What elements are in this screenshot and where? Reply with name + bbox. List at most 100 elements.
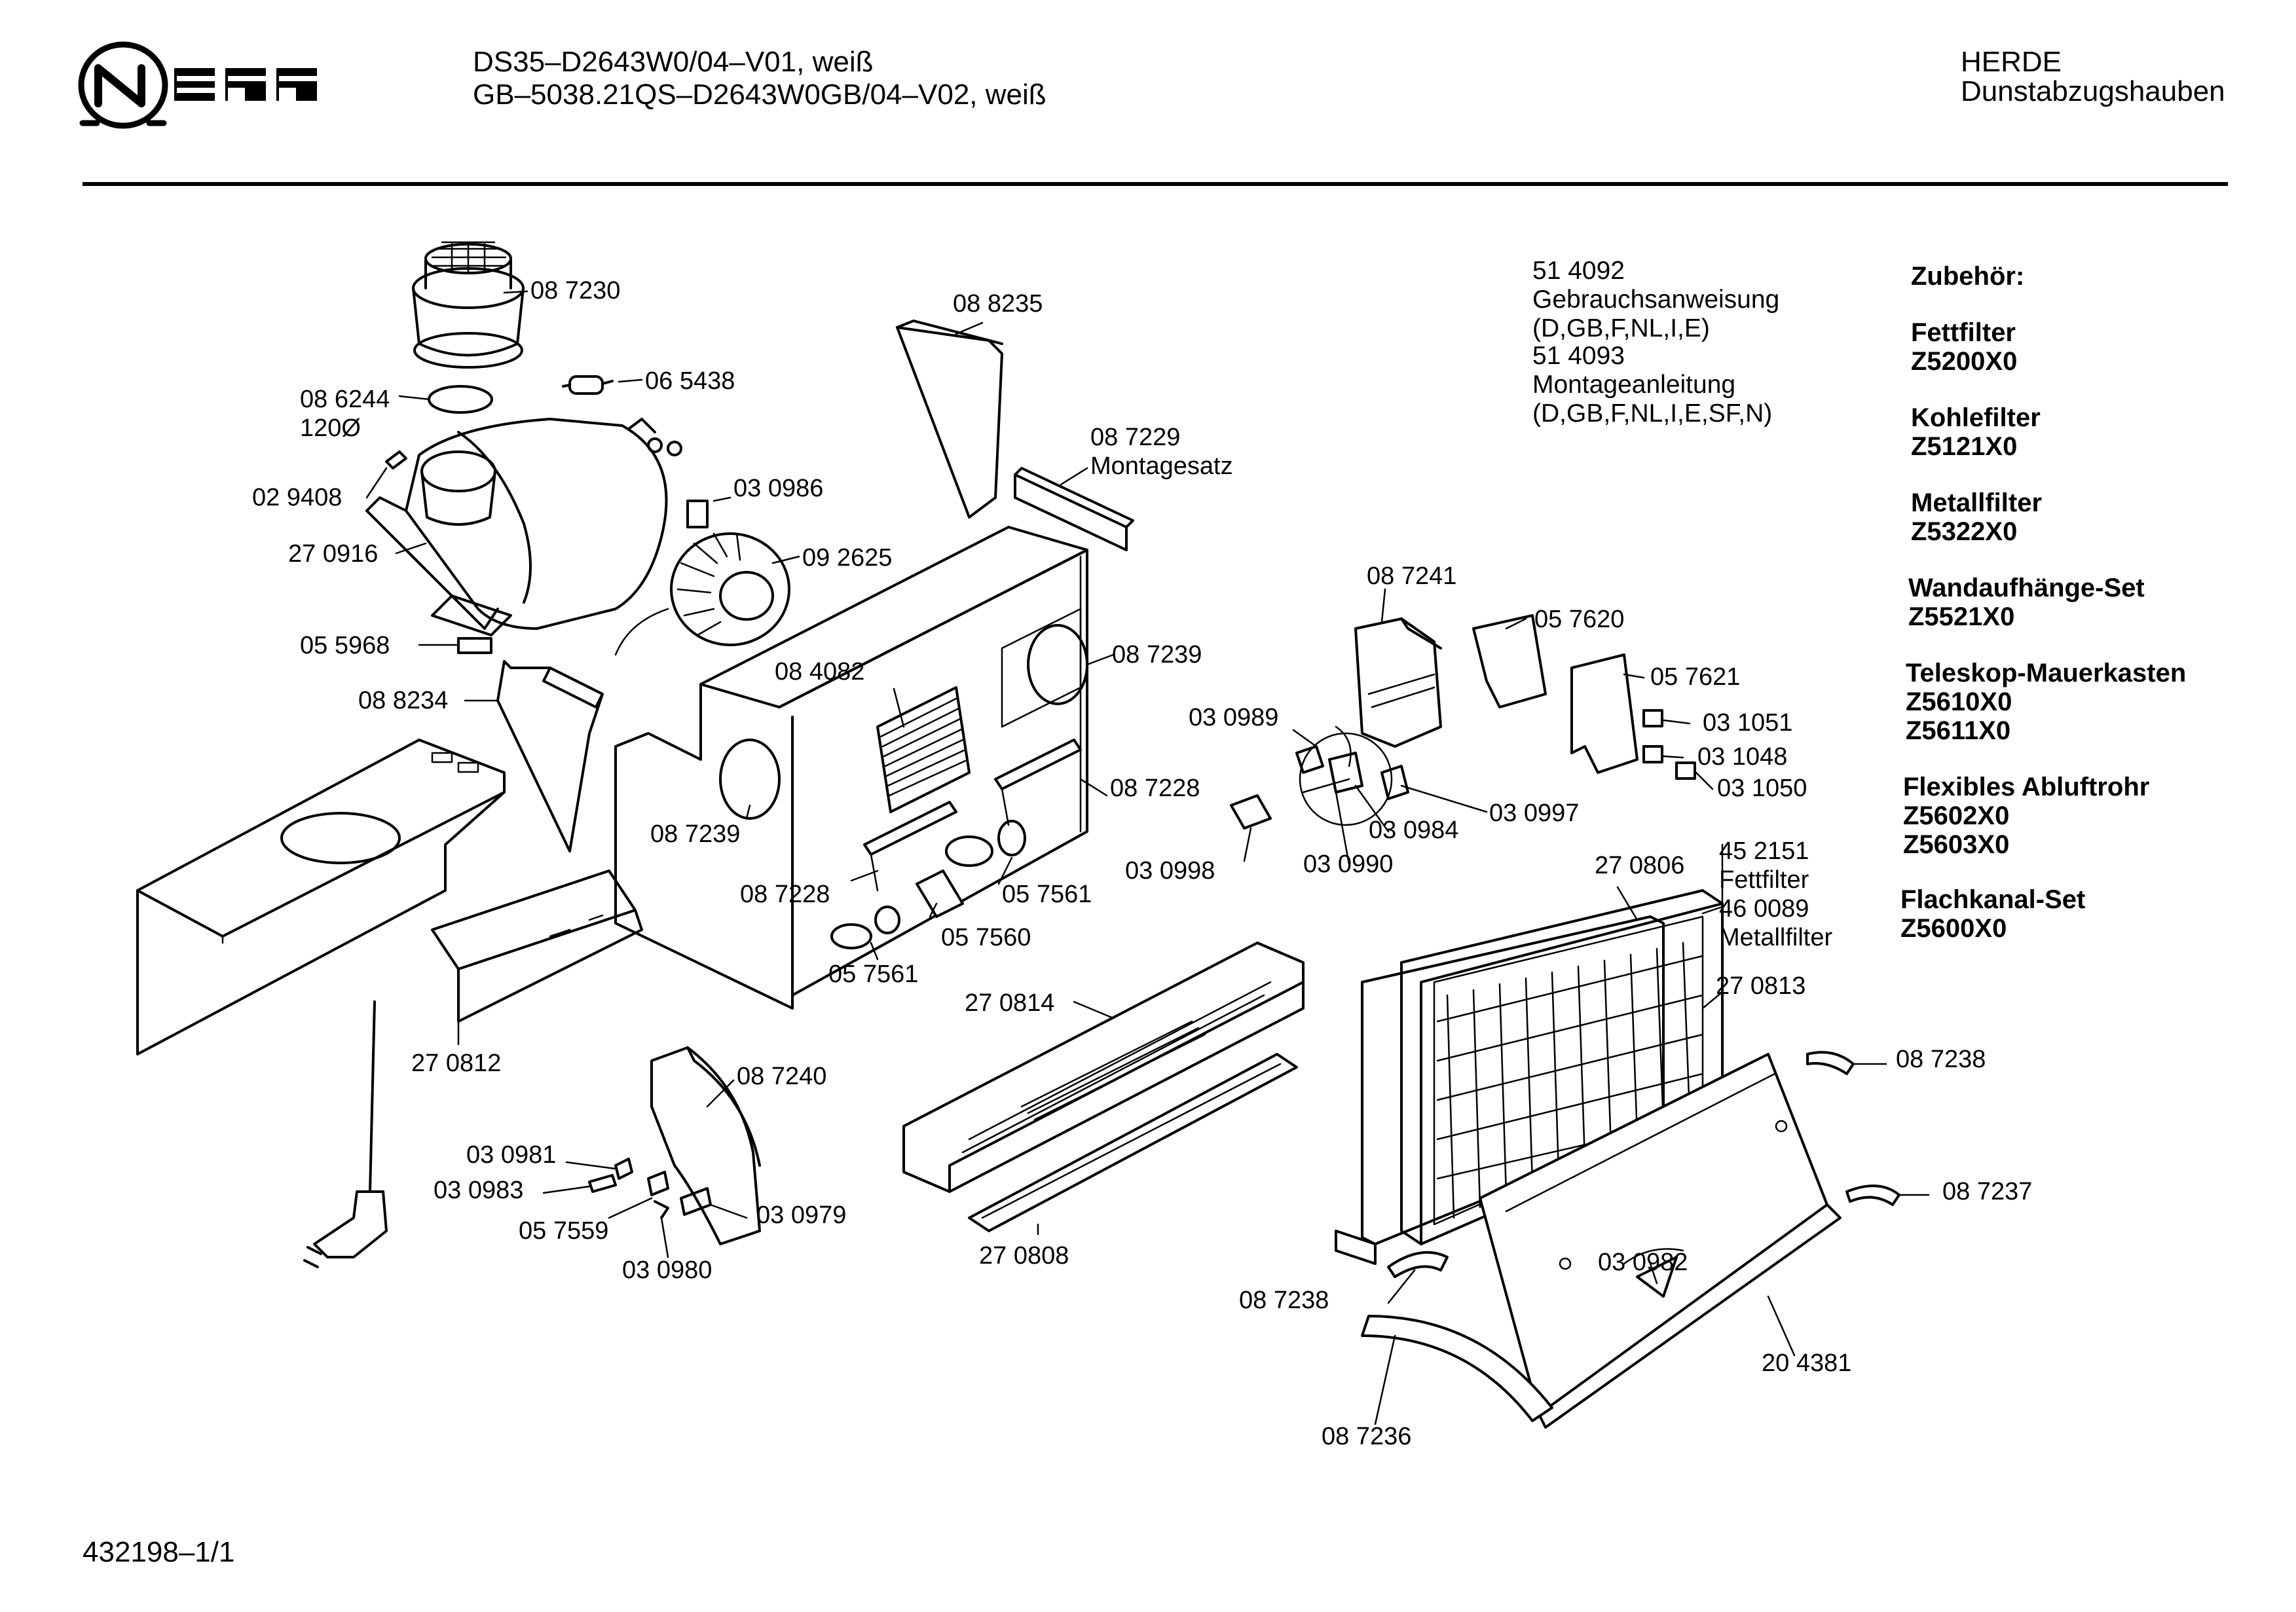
part-label: 03 0980 (622, 1256, 713, 1284)
fan-wheel (614, 532, 790, 656)
part-label: 27 0812 (411, 1050, 502, 1077)
capacitor (562, 375, 614, 395)
part-label-note: Metallfilter (1719, 924, 1833, 951)
doc-line-2: Gebrauchsanweisung (1532, 285, 1780, 314)
switch-body (647, 1171, 669, 1196)
doc-line-3: (D,GB,F,NL,I,E) (1532, 314, 1710, 342)
part-label: 03 0997 (1489, 799, 1580, 827)
part-label: 08 6244 (300, 386, 390, 413)
accessory-code-1: Z5200X0 (1911, 347, 2018, 376)
part-label: 08 7240 (737, 1063, 827, 1090)
curved-trim (1361, 1315, 1553, 1422)
model-line-1: DS35–D2643W0/04–V01, weiß (473, 46, 874, 78)
part-label: 03 1050 (1717, 775, 1807, 802)
small-switch (457, 637, 492, 654)
grip-top-right (1806, 1051, 1855, 1075)
mounting-bar-top (1014, 467, 1134, 528)
duct-panel-left (496, 660, 604, 852)
cover-small (1230, 794, 1272, 830)
accessory-code-4: Z5521X0 (1908, 602, 2015, 631)
part-label: 45 2151 (1719, 837, 1809, 865)
accessory-code-6b: Z5603X0 (1903, 830, 2010, 859)
electronics-housing (1335, 617, 1442, 767)
relay-1 (1642, 709, 1663, 727)
part-label: 03 0981 (466, 1141, 557, 1169)
neff-logo (78, 41, 317, 129)
damper-ring (428, 385, 493, 414)
part-label: 03 0990 (1303, 851, 1394, 878)
part-label: 03 0986 (733, 475, 824, 502)
spring (654, 1200, 669, 1219)
accessories-heading: Zubehör: (1911, 262, 2025, 291)
part-label: 03 0984 (1369, 816, 1459, 844)
part-label: 08 7230 (530, 277, 621, 304)
part-label: 05 7561 (828, 961, 919, 988)
leader-lines (365, 290, 1930, 1425)
part-label: 02 9408 (252, 484, 343, 511)
header-rule (83, 182, 2228, 186)
switch-panel (650, 1046, 761, 1245)
part-label: 03 0989 (1189, 704, 1279, 731)
part-label: 09 2625 (802, 544, 893, 572)
part-label: 03 0979 (756, 1201, 847, 1229)
part-label: 08 7229 (1090, 424, 1181, 451)
accessory-name-7: Flachkanal-Set (1900, 885, 2086, 914)
part-label: 27 0916 (288, 540, 379, 568)
part-label-note: Montagesatz (1090, 452, 1233, 480)
part-label: 05 7561 (1002, 881, 1092, 908)
part-label: 03 1051 (1703, 709, 1793, 737)
part-label: 08 8235 (953, 290, 1043, 318)
accessory-code-7: Z5600X0 (1900, 914, 2007, 943)
accessory-name-5: Teleskop-Mauerkasten (1906, 659, 2187, 687)
part-label: 27 0806 (1595, 852, 1685, 879)
model-line-2: GB–5038.21QS–D2643W0GB/04–V02, weiß (473, 79, 1046, 111)
switch-lever (588, 1174, 617, 1193)
chimney-panel (136, 739, 506, 1055)
grease-filter-frame (902, 942, 1305, 1193)
part-label: 03 1048 (1697, 743, 1788, 771)
accessory-code-2: Z5121X0 (1911, 432, 2018, 461)
part-label: 08 7237 (1942, 1178, 2033, 1205)
accessory-name-6: Flexibles Abluftrohr (1903, 773, 2150, 801)
doc-line-5: Montageanleitung (1532, 371, 1736, 399)
accessory-code-5b: Z5611X0 (1906, 716, 2011, 745)
part-label: 08 7239 (1112, 641, 1202, 669)
filter-frame-bottom (968, 1053, 1298, 1232)
clip (385, 450, 407, 469)
part-label: 05 7621 (1650, 663, 1741, 691)
category-line-1: HERDE (1961, 46, 2062, 78)
part-label-note: 120Ø (300, 414, 361, 442)
part-label: 05 7560 (941, 924, 1031, 951)
part-label: 05 7620 (1534, 606, 1625, 633)
part-label: 06 5438 (645, 367, 735, 395)
part-label-note: Fettfilter (1719, 866, 1809, 894)
accessory-name-4: Wandaufhänge-Set (1908, 574, 2145, 602)
filter-tray-left-side (457, 909, 643, 1023)
rear-plate-edge (896, 320, 1003, 345)
part-label: 08 7228 (740, 881, 830, 908)
accessory-code-3: Z5322X0 (1911, 517, 2018, 546)
duct-panel-edge (542, 667, 604, 708)
page-reference: 432198–1/1 (83, 1536, 235, 1568)
part-label: 08 7236 (1322, 1423, 1412, 1450)
switch-panel-edge (686, 1046, 761, 1167)
part-label: 08 8234 (358, 687, 449, 714)
grip-lower-right (1845, 1184, 1900, 1206)
part-label: 03 0982 (1598, 1249, 1688, 1276)
terminal (686, 500, 709, 528)
accessory-name-3: Metallfilter (1911, 488, 2043, 517)
circuit-board (1472, 614, 1547, 708)
main-housing (614, 526, 1088, 1010)
accessory-name-2: Kohlefilter (1911, 403, 2041, 432)
switch-part-a (1295, 745, 1324, 774)
part-label: 08 7228 (1110, 775, 1200, 802)
exhaust-spigot (412, 241, 525, 369)
accessory-code-5a: Z5610X0 (1906, 687, 2012, 716)
switch-part-b (1328, 752, 1363, 794)
part-label: 08 7241 (1367, 562, 1457, 590)
part-label: 46 0089 (1719, 895, 1809, 923)
part-label: 03 0983 (434, 1177, 524, 1204)
part-label: 27 0813 (1716, 972, 1806, 1000)
accessory-code-6a: Z5602X0 (1903, 801, 2010, 830)
